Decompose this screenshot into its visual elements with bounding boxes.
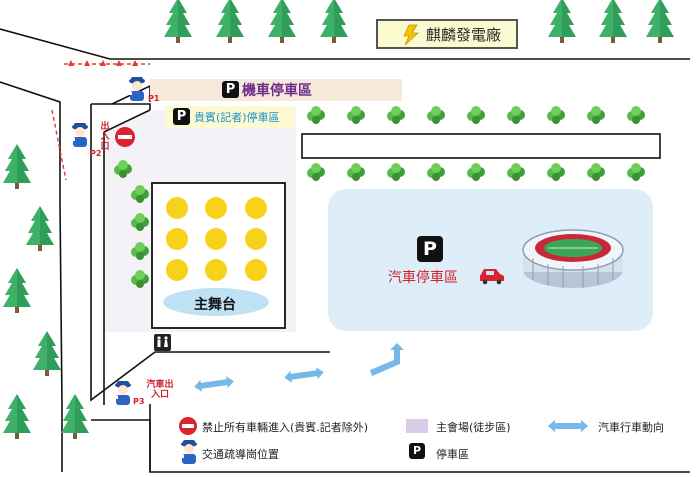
car-parking-label: 汽車停車區 (388, 270, 458, 286)
traffic-officer-p2 (71, 123, 88, 147)
roads (0, 28, 690, 472)
parking-icon: P (173, 108, 190, 125)
power-plant-label: 麒麟發電廠 (426, 25, 502, 44)
parking-icon: P (222, 81, 239, 98)
car-parking-lot (328, 189, 653, 331)
legend-parking-symbol: P (412, 444, 422, 457)
gate-p1-label: P1 (148, 94, 160, 103)
yellow-markers (166, 197, 267, 281)
legend-arrow-icon (548, 420, 588, 432)
car-parking-icon: P (417, 236, 443, 262)
legend-venue-text: 主會場(徒步區) (436, 421, 511, 434)
main-stage (163, 288, 269, 316)
car-entrance-label: 汽車出入口 (146, 380, 174, 400)
divider-strip (301, 133, 661, 159)
legend-officer-text: 交通疏導崗位置 (202, 448, 279, 461)
stage-label: 主舞台 (194, 297, 236, 313)
motorcycle-parking-zone: P 機車停車區 (150, 79, 402, 101)
gate-p2-label: P2 (90, 149, 102, 158)
legend-officer-icon (180, 440, 197, 464)
entrance-gate-label: 出入口 (100, 122, 110, 152)
gate-p3-label: P3 (133, 397, 145, 406)
restroom-icon (154, 334, 171, 351)
tree-column-left (3, 144, 89, 439)
legend-parking-text: 停車區 (436, 448, 469, 461)
lightning-icon (403, 24, 420, 46)
legend-border (149, 404, 690, 473)
legend-venue-swatch (406, 419, 428, 433)
no-entry-sign (115, 127, 135, 147)
motorcycle-parking-label: 機車停車區 (242, 83, 312, 99)
legend-no-entry-icon (179, 417, 197, 435)
vip-parking-zone: P 貴賓(記者)停車區 (165, 106, 295, 128)
traffic-arrows (193, 343, 404, 393)
stadium-icon (522, 229, 624, 288)
car-icon (480, 269, 504, 285)
vip-parking-label: 貴賓(記者)停車區 (194, 111, 280, 124)
traffic-officer-p3 (114, 381, 131, 405)
legend-parking-icon (409, 443, 425, 459)
legend-traffic-text: 汽車行車動向 (598, 421, 664, 434)
power-plant-sign: 麒麟發電廠 (376, 19, 518, 49)
legend-no-entry-text: 禁止所有車輛進入(貴賓.記者除外) (202, 421, 369, 434)
